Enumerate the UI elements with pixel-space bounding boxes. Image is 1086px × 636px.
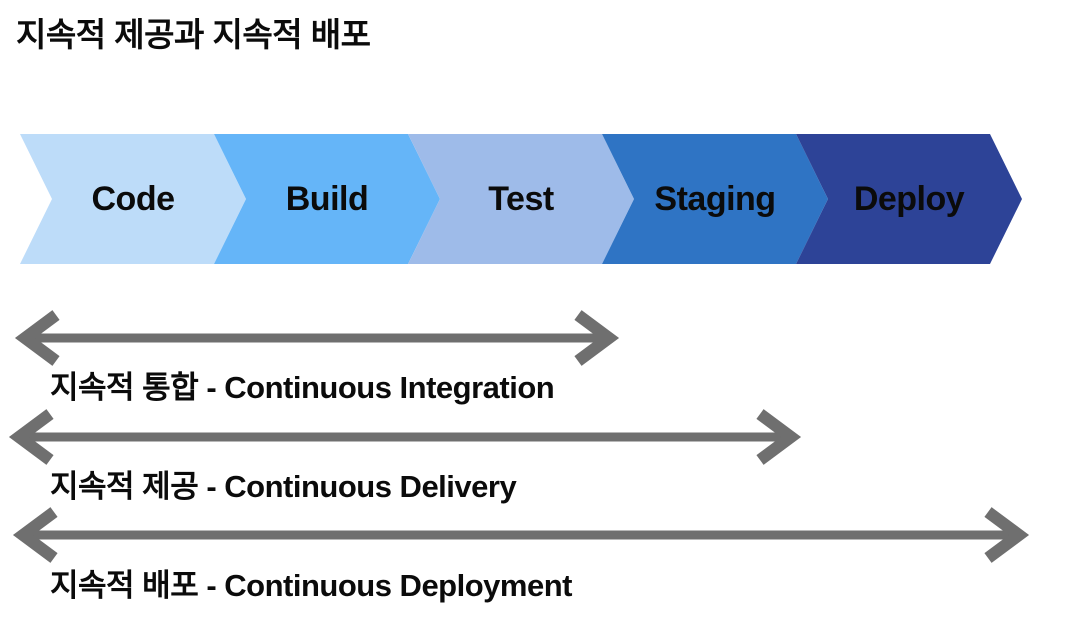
stage-label-staging: Staging	[654, 179, 776, 218]
stage-label-deploy: Deploy	[853, 179, 965, 218]
pipeline-stage-code: Code	[20, 134, 246, 264]
stage-label-test: Test	[488, 179, 554, 218]
pipeline-row: Code Build Test Staging Deploy	[0, 134, 1086, 264]
continuous-delivery-label: 지속적 제공 - Continuous Delivery	[50, 469, 517, 504]
continuous-deployment-range-arrow	[12, 507, 1030, 563]
continuous-integration-range-arrow	[14, 310, 620, 366]
pipeline-stage-deploy: Deploy	[796, 134, 1022, 264]
continuous-delivery-range-arrow	[8, 409, 802, 465]
stage-label-build: Build	[285, 179, 369, 218]
stage-label-code: Code	[91, 179, 175, 218]
continuous-integration-label: 지속적 통합 - Continuous Integration	[50, 370, 555, 405]
continuous-deployment-label: 지속적 배포 - Continuous Deployment	[50, 568, 572, 603]
diagram-title: 지속적 제공과 지속적 배포	[16, 16, 371, 53]
pipeline-stage-test: Test	[408, 134, 634, 264]
pipeline-stage-staging: Staging	[602, 134, 828, 264]
pipeline-stage-build: Build	[214, 134, 440, 264]
